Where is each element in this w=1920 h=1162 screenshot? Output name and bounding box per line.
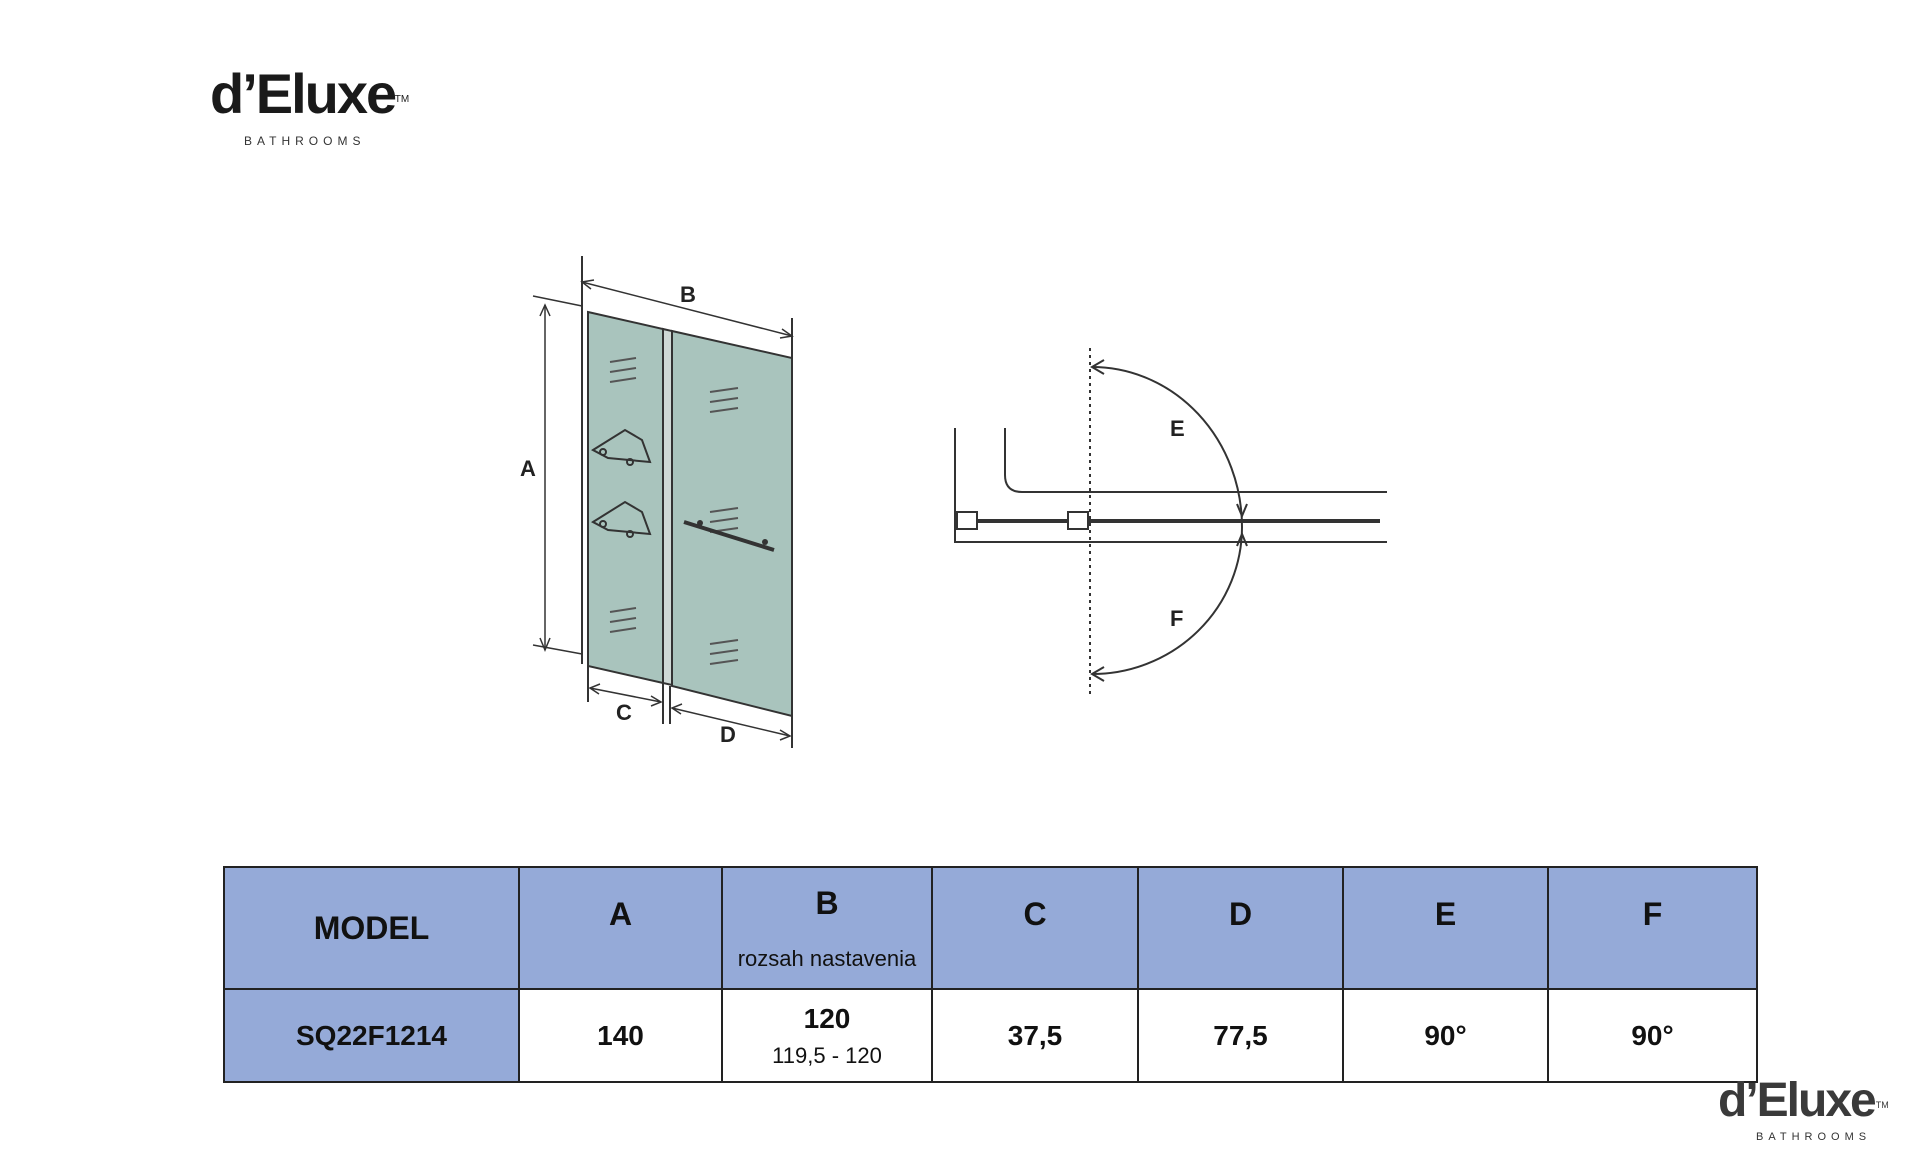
- header-b: B rozsah nastavenia: [721, 866, 933, 990]
- dimension-b: [580, 256, 794, 350]
- header-b-subtitle: rozsah nastavenia: [737, 945, 917, 971]
- technical-drawing: A B C D: [520, 256, 1387, 748]
- header-f: F: [1547, 866, 1758, 990]
- cell-b-range: 119,5 - 120: [772, 1042, 882, 1068]
- dimension-label-d: D: [720, 722, 736, 747]
- narrow-glass-panel: [587, 310, 664, 685]
- hinge: [956, 511, 978, 530]
- dimension-label-b: B: [680, 282, 696, 307]
- header-model: MODEL: [223, 866, 520, 990]
- cell-e: 90°: [1342, 988, 1549, 1083]
- glass-shelf: [591, 428, 652, 466]
- glass-shelf: [591, 500, 652, 538]
- cell-a: 140: [518, 988, 723, 1083]
- brand-logo-subtitle: BATHROOMS: [244, 134, 366, 148]
- header-c: C: [931, 866, 1139, 990]
- cell-b-value: 120: [803, 1002, 851, 1034]
- angle-label-e: E: [1170, 416, 1185, 441]
- cell-c: 37,5: [931, 988, 1139, 1083]
- trademark-mark: TM: [394, 94, 410, 105]
- dimension-label-c: C: [616, 700, 632, 725]
- dimension-c: [588, 683, 663, 707]
- table-row: SQ22F1214 140 120 119,5 - 120 37,5 77,5 …: [223, 988, 1758, 1083]
- specification-table: MODEL A B rozsah nastavenia C D E F SQ22…: [223, 866, 1758, 1083]
- front-view-drawing: A B C D: [520, 256, 794, 748]
- trademark-mark: TM: [1875, 1100, 1889, 1110]
- top-view-drawing: [954, 348, 1387, 695]
- cell-f: 90°: [1547, 988, 1758, 1083]
- header-e: E: [1342, 866, 1549, 990]
- hinge: [1067, 511, 1089, 530]
- table-header-row: MODEL A B rozsah nastavenia C D E F: [223, 866, 1758, 990]
- angle-label-f: F: [1170, 606, 1183, 631]
- brand-logo-footer-subtitle: BATHROOMS: [1756, 1131, 1872, 1143]
- dimension-label-a: A: [520, 456, 536, 481]
- header-a: A: [518, 866, 723, 990]
- header-d: D: [1137, 866, 1344, 990]
- cell-model: SQ22F1214: [223, 988, 520, 1083]
- dimension-a: [532, 295, 583, 655]
- towel-bar: [683, 520, 775, 552]
- panel-divider-strip: [662, 327, 673, 687]
- dimension-d: [670, 703, 792, 741]
- cell-b: 120 119,5 - 120: [721, 988, 933, 1083]
- cell-d: 77,5: [1137, 988, 1344, 1083]
